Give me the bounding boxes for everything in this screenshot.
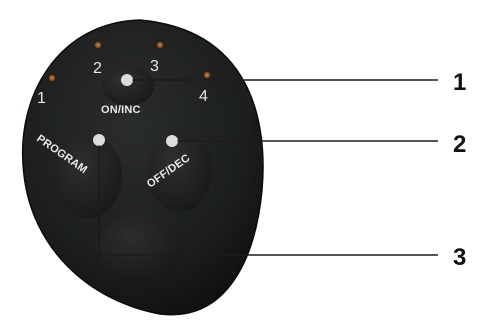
on-inc-label: ON/INC xyxy=(101,104,141,116)
on-inc-button[interactable] xyxy=(102,66,154,106)
indicator-label-4: 4 xyxy=(199,88,208,105)
callout-number-2: 2 xyxy=(453,131,466,158)
callout-number-1: 1 xyxy=(453,69,466,96)
indicator-led-2 xyxy=(95,42,101,48)
indicator-led-1 xyxy=(49,75,55,81)
on-inc-dot-top xyxy=(122,75,133,86)
bottom-button[interactable] xyxy=(96,214,184,282)
indicator-led-4 xyxy=(204,72,210,78)
indicator-label-2: 2 xyxy=(93,60,102,77)
callout-number-3: 3 xyxy=(453,244,466,271)
indicator-led-3 xyxy=(157,42,163,48)
program-button[interactable] xyxy=(54,134,122,218)
program-dot-top xyxy=(94,135,105,146)
indicator-label-1: 1 xyxy=(37,90,46,107)
indicator-label-3: 3 xyxy=(150,58,159,75)
off-dec-dot-top xyxy=(167,136,178,147)
